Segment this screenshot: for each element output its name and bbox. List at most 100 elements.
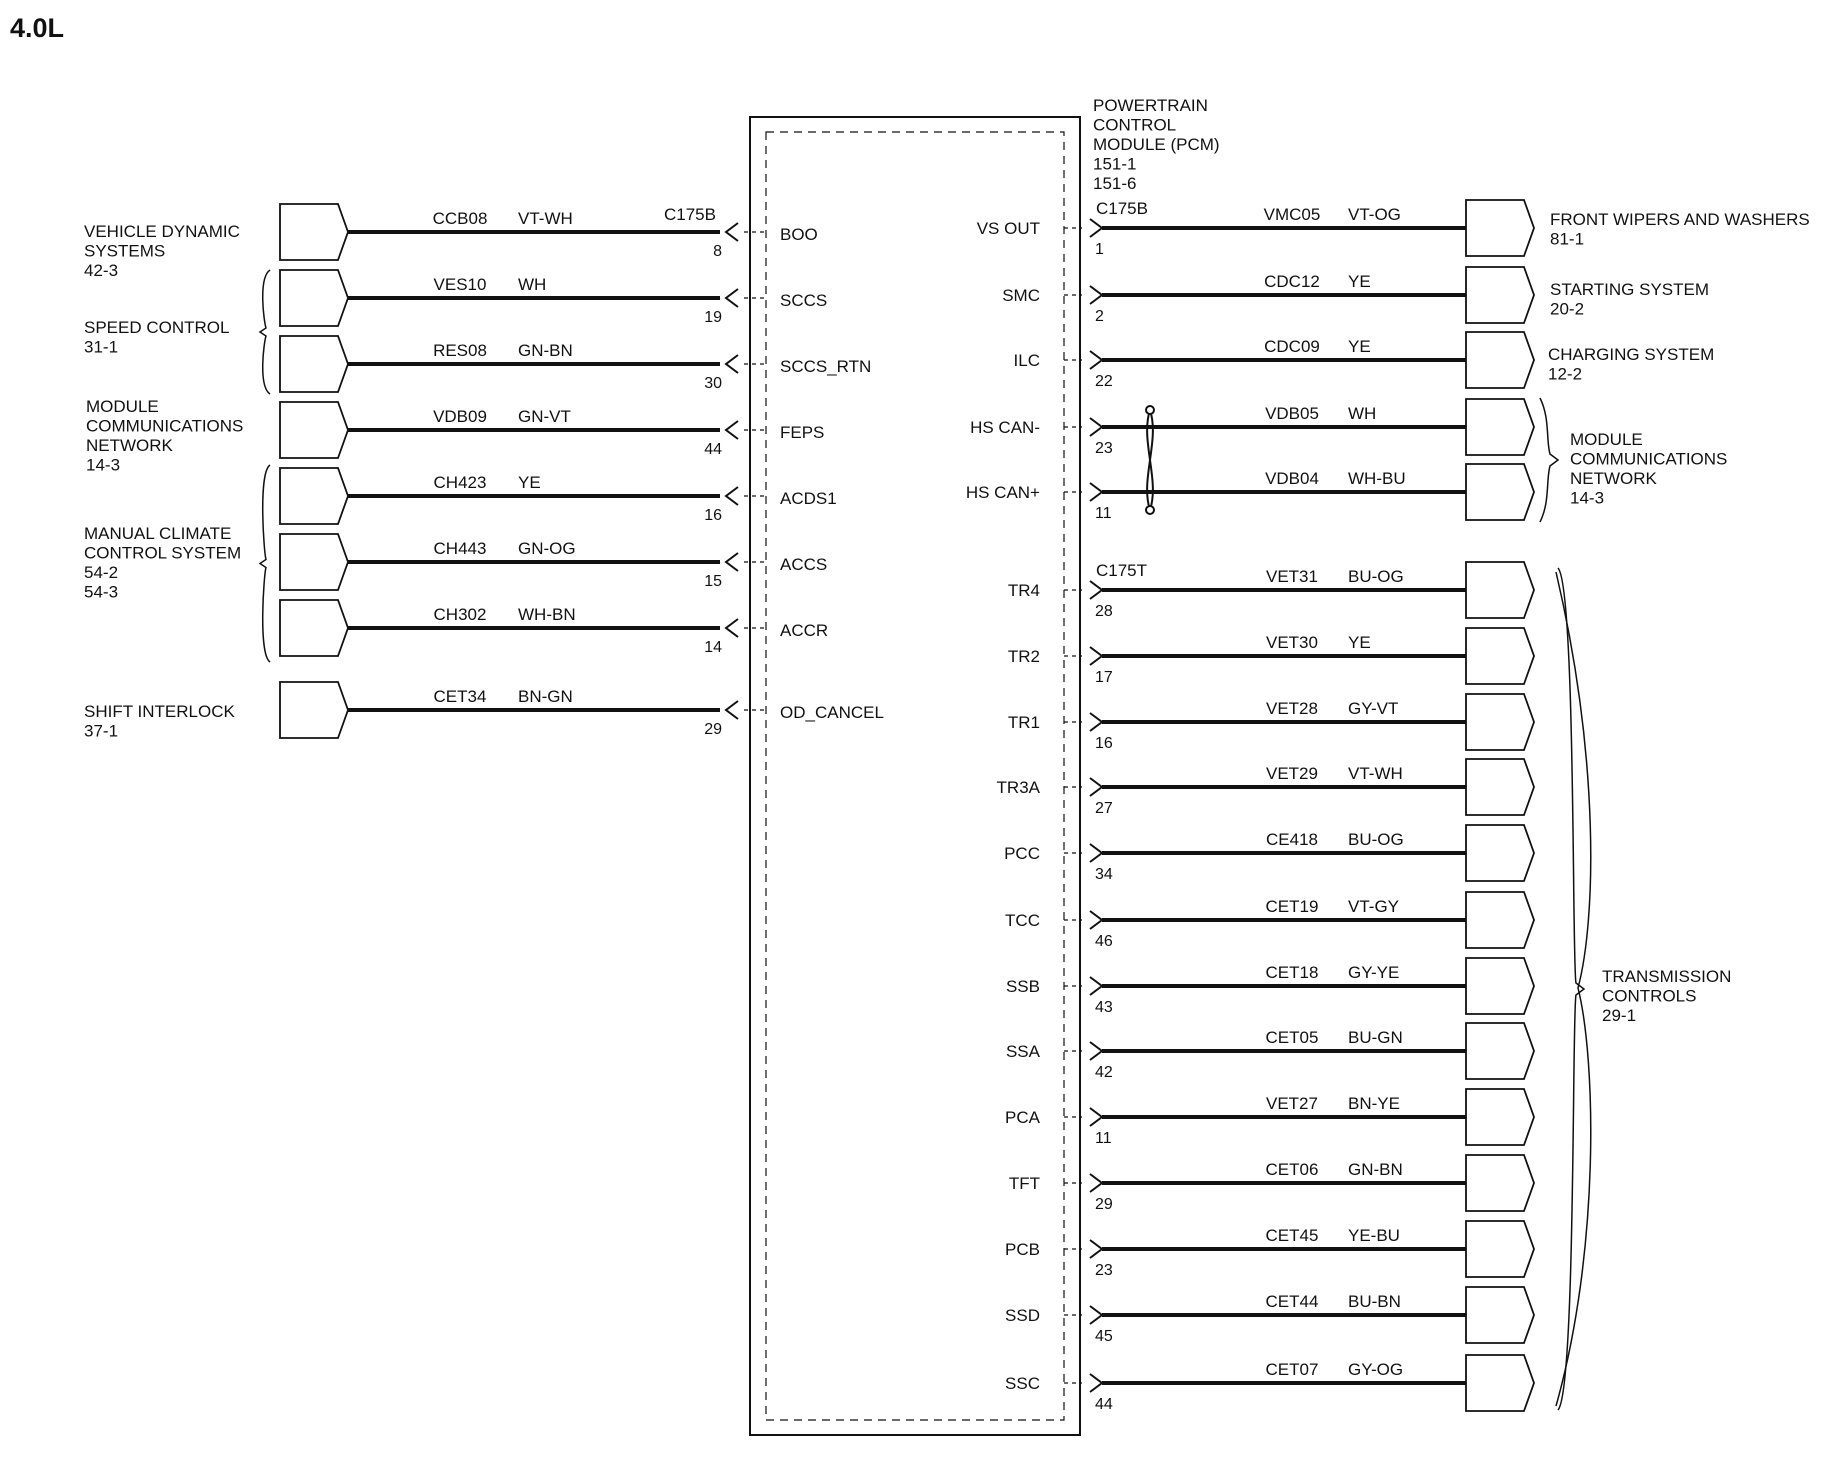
pin-signal-name: ILC bbox=[1014, 351, 1040, 370]
pin-arrow-icon bbox=[1089, 777, 1104, 797]
pin-signal-name: HS CAN- bbox=[970, 418, 1040, 437]
right-destination-label: 29-1 bbox=[1602, 1006, 1636, 1025]
connector-symbol bbox=[1465, 331, 1535, 389]
pin-number: 30 bbox=[704, 375, 722, 392]
color-label: GY-OG bbox=[1348, 1360, 1403, 1379]
circuit-label: CE418 bbox=[1266, 830, 1318, 849]
circuit-label: CCB08 bbox=[433, 209, 488, 228]
right-destination-label: NETWORK bbox=[1570, 469, 1658, 488]
connector-symbol bbox=[279, 599, 349, 657]
circuit-label: VDB04 bbox=[1265, 469, 1319, 488]
circuit-label: VET30 bbox=[1266, 633, 1318, 652]
circuit-label: CET05 bbox=[1266, 1028, 1319, 1047]
circuit-label: CET44 bbox=[1266, 1292, 1319, 1311]
pcm-label-line: 151-1 bbox=[1093, 155, 1136, 174]
pin-signal-name: VS OUT bbox=[977, 219, 1040, 238]
right-destination-label: 81-1 bbox=[1550, 230, 1584, 249]
pin-signal-name: SSC bbox=[1005, 1374, 1040, 1393]
color-label: YE bbox=[1348, 272, 1371, 291]
circuit-label: CET34 bbox=[434, 687, 487, 706]
pin-number: 19 bbox=[704, 309, 722, 326]
pin-signal-name: TR4 bbox=[1008, 581, 1040, 600]
pin-signal-name: PCB bbox=[1005, 1240, 1040, 1259]
pin-signal-name: ACDS1 bbox=[780, 489, 837, 508]
pin-arrow-icon bbox=[1089, 350, 1104, 370]
pin-number: 29 bbox=[704, 721, 722, 738]
left-destination-label: NETWORK bbox=[86, 436, 174, 455]
connector-symbol bbox=[1465, 824, 1535, 882]
color-label: VT-OG bbox=[1348, 205, 1401, 224]
connector-symbol bbox=[1465, 693, 1535, 751]
connector-symbol bbox=[279, 467, 349, 525]
pin-number: 44 bbox=[1095, 1396, 1113, 1413]
connector-symbol bbox=[1465, 463, 1535, 521]
color-label: WH-BU bbox=[1348, 469, 1406, 488]
pin-number: 2 bbox=[1095, 308, 1104, 325]
pin-arrow-icon bbox=[724, 222, 739, 242]
pin-arrow-icon bbox=[1089, 1173, 1104, 1193]
color-label: VT-WH bbox=[518, 209, 573, 228]
color-label: BU-OG bbox=[1348, 830, 1404, 849]
pin-signal-name: SMC bbox=[1002, 286, 1040, 305]
connector-symbol bbox=[279, 533, 349, 591]
left-destination-label: VEHICLE DYNAMIC bbox=[84, 222, 240, 241]
left-destination-label: 42-3 bbox=[84, 261, 118, 280]
group-bracket bbox=[1557, 567, 1586, 1411]
pin-number: 11 bbox=[1095, 505, 1112, 522]
pin-number: 23 bbox=[1095, 440, 1113, 457]
twisted-pair-symbol bbox=[1146, 409, 1154, 511]
pin-signal-name: SSA bbox=[1006, 1042, 1041, 1061]
pin-arrow-icon bbox=[1089, 1041, 1104, 1061]
left-destination-label: SYSTEMS bbox=[84, 242, 165, 261]
pin-number: 28 bbox=[1095, 603, 1113, 620]
group-bracket bbox=[1539, 397, 1560, 523]
color-label: GN-BN bbox=[1348, 1160, 1403, 1179]
twisted-pair-end bbox=[1145, 505, 1155, 515]
circuit-label: VMC05 bbox=[1264, 205, 1321, 224]
right-destination-label: MODULE bbox=[1570, 430, 1643, 449]
pin-signal-name: SCCS_RTN bbox=[780, 357, 871, 376]
color-label: GN-BN bbox=[518, 341, 573, 360]
pin-number: 46 bbox=[1095, 933, 1113, 950]
pin-number: 1 bbox=[1095, 241, 1104, 258]
pin-number: 43 bbox=[1095, 999, 1113, 1016]
pin-signal-name: PCA bbox=[1005, 1108, 1041, 1127]
pin-number: 16 bbox=[1095, 735, 1113, 752]
connector-label: C175B bbox=[664, 205, 716, 224]
pin-arrow-icon bbox=[1089, 976, 1104, 996]
color-label: VT-WH bbox=[1348, 764, 1403, 783]
pin-number: 44 bbox=[704, 441, 722, 458]
color-label: YE bbox=[1348, 633, 1371, 652]
connector-symbol bbox=[1465, 758, 1535, 816]
right-destination-label: CHARGING SYSTEM bbox=[1548, 345, 1714, 364]
group-bracket bbox=[1555, 571, 1592, 1407]
pin-arrow-icon bbox=[1089, 417, 1104, 437]
twisted-pair-end bbox=[1145, 405, 1155, 415]
pin-number: 14 bbox=[704, 639, 722, 656]
circuit-label: CET45 bbox=[1266, 1226, 1319, 1245]
pin-signal-name: FEPS bbox=[780, 423, 824, 442]
color-label: YE-BU bbox=[1348, 1226, 1400, 1245]
connector-symbol bbox=[279, 401, 349, 459]
connector-symbol bbox=[1465, 561, 1535, 619]
pin-arrow-icon bbox=[1089, 1239, 1104, 1259]
left-destination-label: COMMUNICATIONS bbox=[86, 417, 243, 436]
pin-signal-name: TR1 bbox=[1008, 713, 1040, 732]
right-destination-label: FRONT WIPERS AND WASHERS bbox=[1550, 210, 1810, 229]
circuit-label: VET31 bbox=[1266, 567, 1318, 586]
pin-arrow-icon bbox=[1089, 1305, 1104, 1325]
left-destination-label: 37-1 bbox=[84, 722, 118, 741]
pin-number: 17 bbox=[1095, 669, 1113, 686]
pin-arrow-icon bbox=[1089, 1373, 1104, 1393]
